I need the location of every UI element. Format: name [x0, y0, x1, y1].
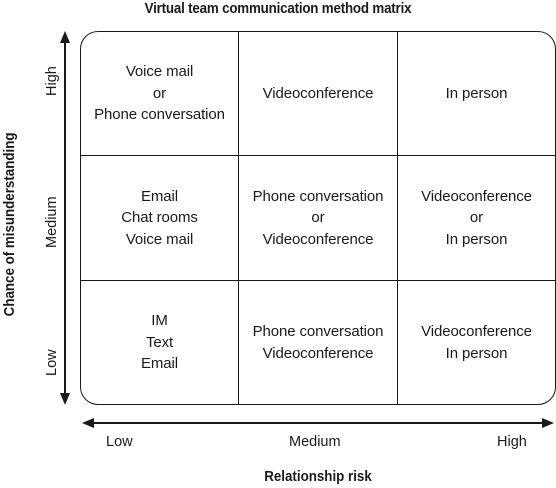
cell-line: Videoconference	[262, 84, 374, 102]
x-tick-low: Low	[106, 434, 133, 450]
cell-line: Videoconference	[262, 344, 374, 362]
cell-line: Voice mail	[125, 230, 194, 248]
cell-high-high: In person	[398, 32, 555, 156]
x-axis-arrow-left	[82, 418, 94, 428]
cell-line: Phone conversation	[252, 323, 384, 340]
cell-line: In person	[445, 84, 508, 102]
cell-line: or	[469, 209, 484, 227]
cell-line: Voice mail	[125, 63, 194, 81]
cell-line: Email	[140, 355, 178, 373]
y-axis-arrow-down	[60, 393, 70, 405]
x-axis-arrow-right	[542, 418, 554, 428]
cell-line: or	[152, 84, 167, 102]
cell-medium-high: Videoconference or In person	[398, 156, 555, 281]
cell-low-low: IM Text Email	[81, 281, 239, 404]
communication-matrix: Voice mail or Phone conversation Videoco…	[80, 31, 556, 405]
cell-line: Videoconference	[421, 323, 532, 340]
cell-medium-low: Email Chat rooms Voice mail	[81, 156, 239, 281]
cell-high-medium: Videoconference	[239, 32, 398, 156]
cell-line: or	[311, 209, 325, 227]
cell-low-high: Videoconference In person	[398, 281, 555, 404]
x-axis-title: Relationship risk	[264, 469, 372, 485]
x-tick-high: High	[497, 434, 527, 450]
cell-high-low: Voice mail or Phone conversation	[81, 32, 239, 156]
x-tick-medium: Medium	[289, 434, 341, 450]
cell-medium-medium: Phone conversation or Videoconference	[239, 156, 398, 281]
cell-line: Phone conversation	[94, 106, 225, 124]
cell-line: Phone conversation	[252, 187, 384, 205]
cell-line: Videoconference	[421, 187, 532, 205]
cell-low-medium: Phone conversation Videoconference	[239, 281, 398, 404]
cell-line: IM	[151, 312, 168, 330]
cell-line: Text	[145, 333, 174, 351]
cell-line: Videoconference	[262, 230, 374, 248]
cell-line: Chat rooms	[121, 209, 198, 227]
y-axis-arrow-up	[60, 31, 70, 43]
cell-line: In person	[445, 344, 508, 362]
cell-line: In person	[445, 230, 508, 248]
diagram-title: Virtual team communication method matrix	[144, 1, 412, 17]
cell-line: Email	[140, 187, 178, 205]
